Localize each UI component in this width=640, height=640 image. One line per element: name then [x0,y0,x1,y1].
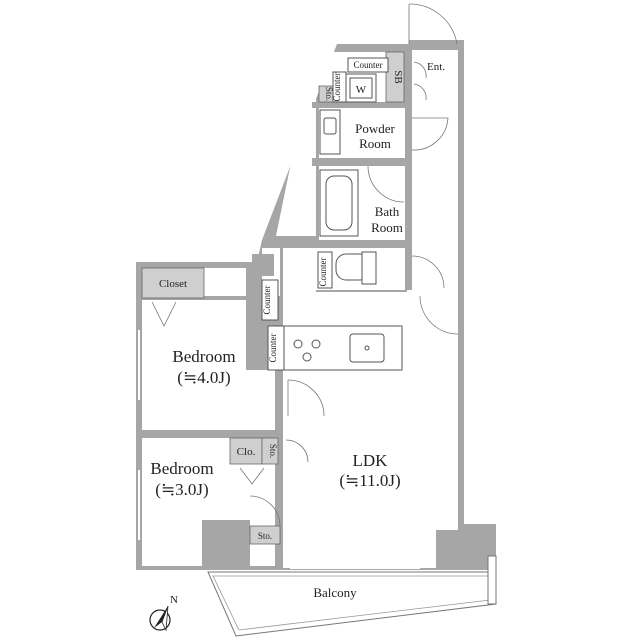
compass: N [149,594,178,632]
bath-label-1: Bath [375,204,400,219]
counter-top-v-box [332,71,347,103]
balcony [207,555,497,637]
counter-top-v-label: Counter [332,73,342,102]
powder-label-2: Room [359,136,391,151]
closet-hanger [151,301,177,327]
washer-label: W [356,84,367,96]
clo-hanger [239,467,265,485]
bathtub [319,169,359,237]
counter-toilet-label: Counter [318,258,328,287]
powder-basin [319,109,341,155]
compass-arrow-icon [154,606,168,628]
sb-label: SB [392,70,404,83]
bath-label-2: Room [371,220,403,235]
ldk-size: (≒11.0J) [339,471,400,490]
bedroom2-label: Bedroom [150,459,213,478]
compass-label: N [170,594,178,606]
compass-ring [149,609,171,631]
balcony-label: Balcony [313,585,357,600]
counter-kitchen-label: Counter [268,334,278,363]
sto-bottom-box [249,525,281,545]
powder-label-1: Powder [355,121,395,136]
sto-bottom-label: Sto. [258,531,272,541]
windows [138,330,420,569]
door-swings [249,3,459,527]
toilet [317,251,377,289]
bedroom2-size: (≒3.0J) [155,480,208,499]
counter-hall-box [261,279,279,321]
washer [345,73,377,103]
clo-label: Clo. [237,446,256,458]
sto-bed2-label: Sto. [268,444,278,458]
counter-top-label: Counter [354,60,383,70]
ldk-label: LDK [353,451,389,470]
sto-top-label: Sto. [324,87,334,101]
counter-hall-label: Counter [262,286,272,315]
sb-box [385,51,405,103]
counter-top-box [347,57,389,73]
closet-label: Closet [159,278,187,290]
entrance-label: Ent. [427,61,445,73]
sto-bed2-box [261,437,279,465]
bedroom1-size: (≒4.0J) [177,368,230,387]
kitchen-counter [267,325,403,371]
closet-box [141,267,205,299]
bedroom1-label: Bedroom [172,347,235,366]
